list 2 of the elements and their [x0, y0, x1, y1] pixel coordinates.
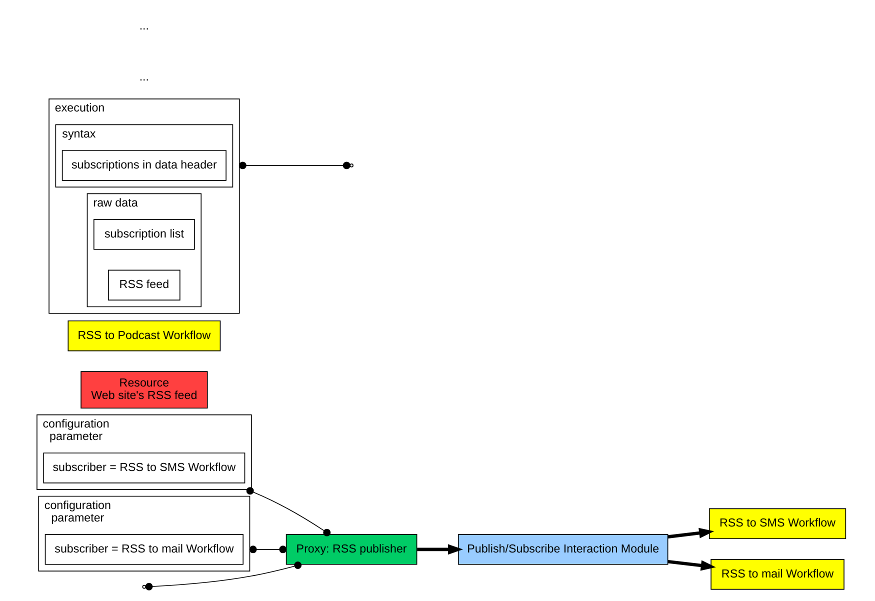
label: ...	[138, 20, 149, 33]
label: ...	[138, 70, 149, 84]
